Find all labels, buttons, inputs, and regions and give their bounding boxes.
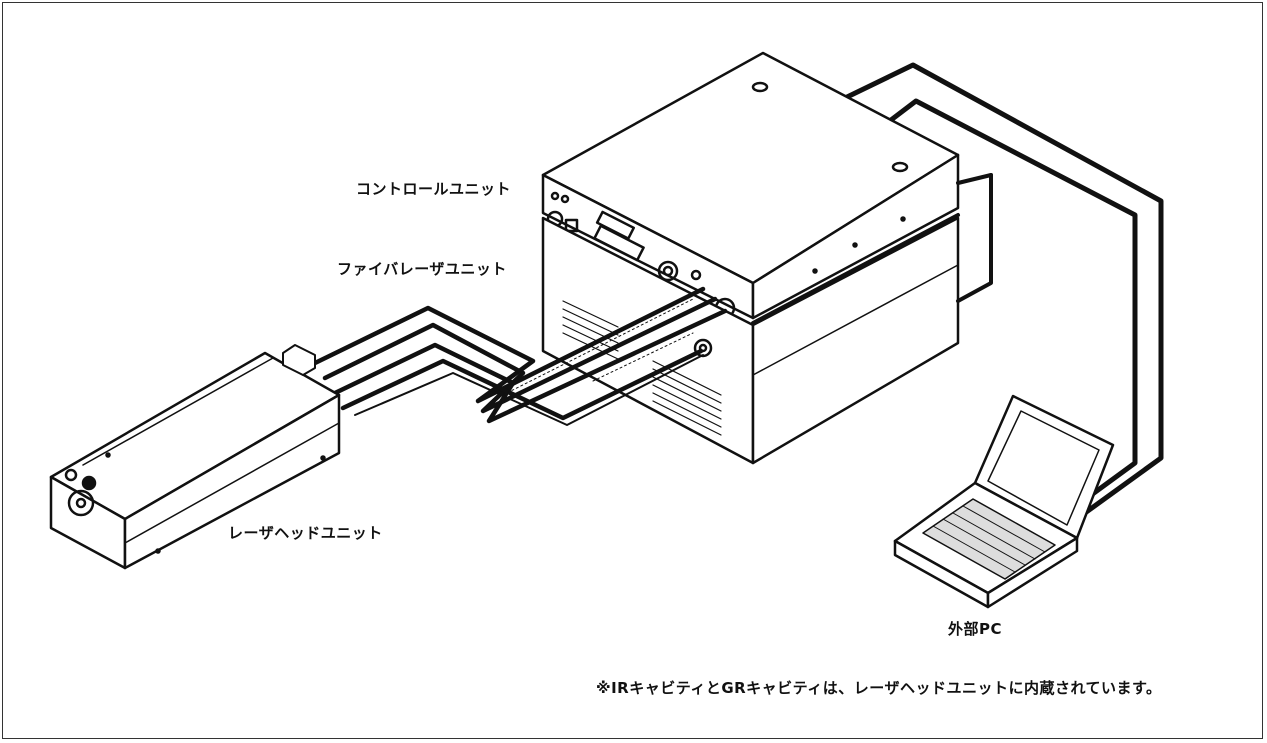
label-laser-head-unit: レーザヘッドユニット [228, 524, 383, 542]
fiber-cables [312, 286, 728, 426]
label-control-unit: コントロールユニット [356, 180, 512, 198]
fiber-laser-unit [541, 173, 993, 465]
pc-cable [842, 62, 1164, 521]
external-pc-laptop [893, 394, 1115, 609]
laser-head-unit [49, 344, 341, 570]
system-diagram [49, 51, 1164, 609]
label-external-pc: 外部PC [948, 620, 1003, 638]
control-unit [541, 51, 960, 325]
footnote: ※IRキャビティとGRキャビティは、レーザヘッドユニットに内蔵されています。 [596, 679, 1162, 697]
label-fiber-laser-unit: ファイバレーザユニット [337, 260, 507, 278]
